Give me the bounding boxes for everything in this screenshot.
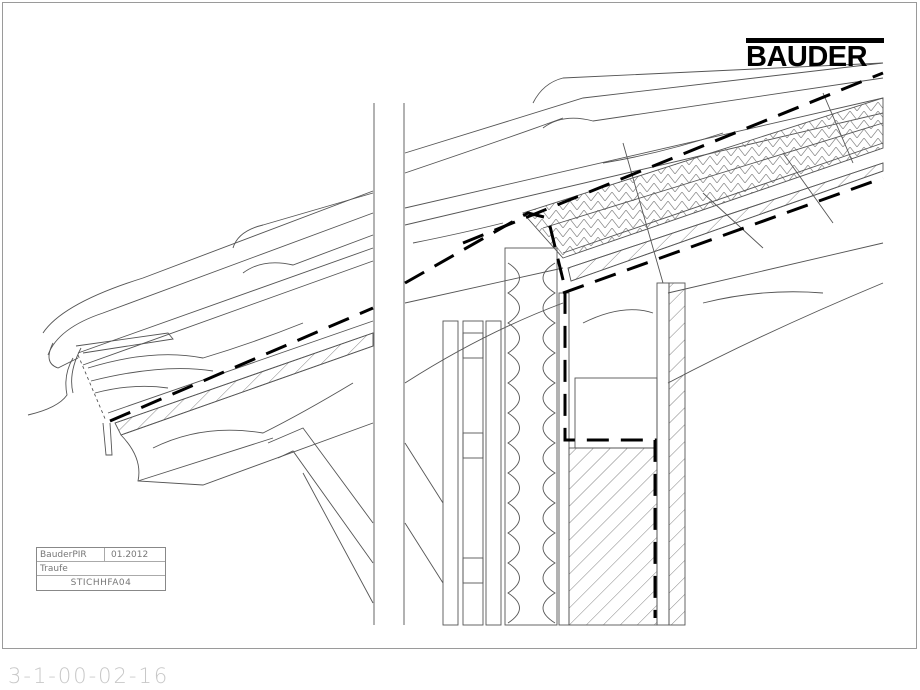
section-separator <box>373 103 405 625</box>
right-membrane-line <box>404 211 657 618</box>
drawing-number: 3-1-00-02-16 <box>8 664 170 688</box>
left-membrane-line <box>109 306 374 423</box>
drawing-code: STICHHFA04 <box>70 578 132 588</box>
title-block-row-3: STICHHFA04 <box>37 576 165 590</box>
right-eaves-detail <box>404 62 884 626</box>
logo-bar <box>746 38 884 43</box>
left-eaves-detail <box>27 190 374 604</box>
drawing-frame: BAUDER BauderPIR 01.2012 Traufe STICHHFA… <box>2 2 917 649</box>
right-membrane-upper <box>462 71 884 245</box>
bauder-logo: BAUDER <box>746 38 884 73</box>
title-block-row-2: Traufe <box>37 562 165 576</box>
logo-text: BAUDER <box>746 41 868 73</box>
right-membrane-lower <box>562 176 884 295</box>
title-block: BauderPIR 01.2012 Traufe STICHHFA04 <box>36 547 166 591</box>
drawing-subject: Traufe <box>40 563 68 574</box>
title-block-row-1: BauderPIR 01.2012 <box>37 548 165 562</box>
eaves-detail-drawing <box>27 62 884 626</box>
drawing-date: 01.2012 <box>111 549 149 560</box>
product-name: BauderPIR <box>37 548 105 561</box>
